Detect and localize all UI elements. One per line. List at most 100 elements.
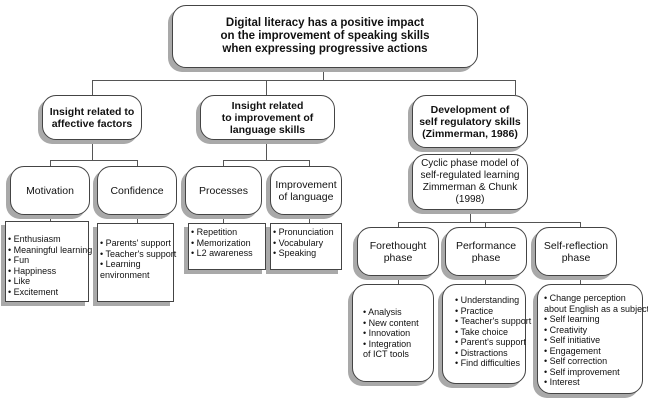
list-item: • Repetition (191, 227, 238, 237)
node-label: Processes (198, 184, 249, 197)
list-item: • Practice (455, 305, 494, 316)
list-item: • L2 awareness (191, 248, 253, 258)
list-item: of ICT tools (363, 349, 409, 359)
list-item: • Creativity (544, 324, 588, 335)
connector (137, 160, 138, 166)
connector (580, 222, 581, 227)
list-item: • Memorization (191, 237, 251, 248)
list-item: • Parents' support (100, 238, 171, 248)
node-line: to improvement of (221, 111, 314, 124)
list-item: about English as a subject (544, 303, 648, 314)
node-line: Self-reflection (543, 239, 609, 252)
list-item: • Self learning (544, 314, 600, 324)
connector (223, 160, 309, 161)
list-item: • Excitement (8, 286, 59, 297)
list-item: • Parent's support (455, 337, 526, 347)
node-line: Improvement (275, 178, 337, 191)
connector (323, 68, 324, 80)
list-item: • Innovation (363, 328, 411, 338)
list-item: • Enthusiasm (8, 234, 61, 244)
connector (92, 80, 93, 95)
confidence-list: • Parents' support• Teacher's support• L… (97, 223, 177, 302)
connector (485, 276, 486, 284)
list-item: • Self initiative (544, 335, 601, 345)
connector (398, 222, 399, 227)
node-label: Motivation (26, 184, 74, 197)
node-line: Performance (455, 239, 517, 252)
list-item: • Self correction (544, 356, 608, 366)
connector (398, 276, 399, 284)
list-item: • Vocabulary (273, 237, 324, 248)
motivation-node: Motivation (10, 166, 90, 215)
connector (309, 215, 310, 223)
connector (50, 160, 51, 166)
confidence-node: Confidence (97, 166, 177, 215)
connector (137, 215, 138, 223)
list-item: • New content (363, 317, 419, 328)
list-item: • Change perception (544, 293, 626, 303)
list-item: • Fun (8, 255, 30, 265)
root-line: Digital literacy has a positive impact (225, 17, 425, 29)
node-line: Zimmerman & Chunk (1998) (422, 182, 518, 205)
list-item: • Learning (100, 259, 141, 269)
connector (50, 215, 51, 221)
list-item: • Happiness (8, 265, 57, 276)
root-line: on the improvement of speaking skills (220, 30, 430, 42)
connector (50, 160, 137, 161)
list-item: • Integration (363, 338, 412, 349)
list-item: environment (100, 269, 150, 280)
node-line: phase (471, 251, 501, 264)
connector (266, 80, 267, 95)
connector (92, 140, 93, 160)
improvement-list: • Pronunciation• Vocabulary• Speaking (270, 223, 342, 270)
list-item: • Self improvement (544, 366, 620, 377)
node-line: language skills (229, 123, 306, 136)
list-item: • Analysis (363, 307, 402, 317)
node-line: self regulatory skills (419, 115, 521, 128)
node-line: Cyclic phase model of (421, 158, 519, 169)
list-item: • Speaking (273, 248, 317, 258)
list-item: • Meaningful learning (8, 244, 93, 255)
list-item: • Teacher's support (100, 248, 177, 259)
list-item: • Find difficulties (455, 358, 521, 368)
list-item: • Like (8, 276, 31, 286)
node-line: Development of (430, 103, 510, 116)
connector (515, 80, 516, 95)
connector (92, 80, 516, 81)
list-item: • Take choice (455, 326, 509, 337)
node-line: self-regulated learning (420, 170, 520, 181)
list-item: • Interest (544, 377, 580, 387)
node-line: Forethought (369, 239, 427, 252)
list-item: • Pronunciation (273, 227, 334, 237)
node-line: Insight related (231, 99, 304, 112)
node-line: Insight related to (49, 105, 135, 118)
connector (470, 148, 471, 154)
connector (266, 140, 267, 160)
node-line: of language (278, 190, 334, 203)
node-line: (Zimmerman, 1986) (422, 127, 518, 140)
motivation-list: • Enthusiasm• Meaningful learning• Fun• … (5, 221, 93, 302)
node-label: Confidence (110, 184, 164, 197)
list-item: • Engagement (544, 345, 601, 356)
processes-node: Processes (185, 166, 262, 215)
node-line: phase (561, 251, 591, 264)
list-item: • Distractions (455, 347, 508, 358)
forethought-list: • Analysis• New content• Innovation• Int… (352, 284, 434, 382)
connector (223, 215, 224, 223)
node-line: affective factors (51, 117, 133, 130)
connector (470, 210, 471, 222)
connector (309, 160, 310, 166)
processes-list: • Repetition• Memorization• L2 awareness (188, 223, 266, 270)
root-line: when expressing progressive actions (222, 43, 428, 55)
node-line: phase (383, 251, 413, 264)
connector (223, 160, 224, 166)
